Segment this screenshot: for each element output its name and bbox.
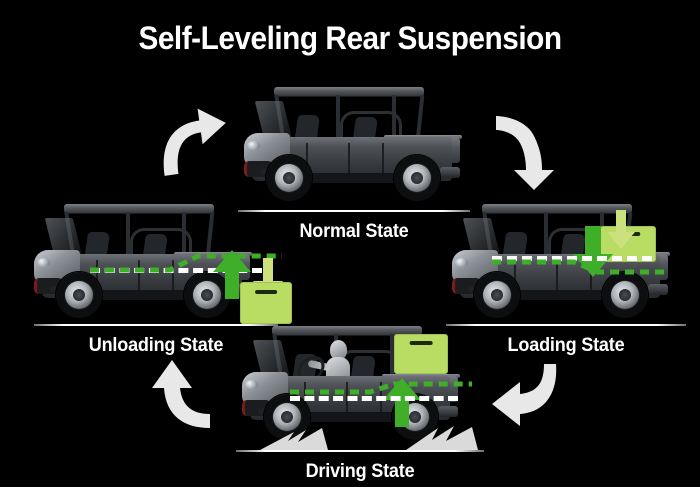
vehicle-roof [482, 204, 632, 213]
vehicle-door-seam [96, 260, 98, 296]
vehicle-front-wheel [56, 272, 102, 318]
vehicle-rocker-panel [64, 290, 194, 300]
vehicle-front-wheel [266, 155, 312, 201]
cargo-crate-driving [394, 334, 448, 374]
load-weight-arrow-icon [606, 210, 636, 250]
vehicle-front-wheel [474, 272, 520, 318]
state-panel-loading: Loading State [446, 196, 698, 356]
driver-head [330, 340, 347, 360]
vehicle-roof [272, 326, 422, 335]
vehicle-rocker-panel [482, 290, 612, 300]
flow-arrow-bottom-right-icon [484, 360, 566, 430]
vehicle-rollbar [130, 228, 192, 257]
state-label-driving: Driving State [305, 461, 415, 482]
speed-streaks-front [258, 426, 328, 452]
vehicle-pillar [336, 95, 340, 151]
suspension-leveled-line-driving [290, 381, 472, 395]
vehicle-roof [274, 87, 424, 96]
suspension-rebound-arrow-icon [212, 250, 252, 300]
vehicle-pillar [544, 212, 548, 268]
vehicle-door-seam [556, 260, 558, 296]
speed-streaks-rear [404, 424, 478, 452]
vehicle-door-seam [348, 143, 350, 179]
vehicle-door-seam [514, 260, 516, 296]
vehicle-door-seam [138, 260, 140, 296]
crate-handle [409, 341, 433, 346]
vehicle-door-seam [382, 143, 384, 179]
vehicle-headlight [37, 258, 50, 267]
vehicle-headlight [455, 258, 468, 267]
state-label-loading: Loading State [507, 335, 625, 356]
state-label-normal: Normal State [299, 221, 409, 242]
level-reference-line-driving [290, 396, 458, 401]
flow-arrow-top-left-icon [150, 106, 230, 176]
suspension-deflection-line-loading [492, 259, 664, 275]
state-label-unloading: Unloading State [88, 335, 224, 356]
vehicle-headlight [247, 141, 260, 150]
vehicle-rear-wheel [184, 272, 230, 318]
vehicle-pillar [126, 212, 130, 268]
vehicle-rollbar [340, 111, 402, 140]
ground-line-driving [236, 450, 484, 452]
vehicle-rear-axle [440, 167, 460, 178]
vehicle-loading [452, 202, 672, 334]
ground-line-loading [446, 324, 686, 326]
vehicle-rocker-panel [272, 412, 402, 422]
vehicle-rear-axle [438, 406, 458, 417]
vehicle-normal [244, 85, 464, 217]
vehicle-door-seam [306, 143, 308, 179]
page-title: Self-Leveling Rear Suspension [138, 20, 562, 56]
vehicle-rear-axle [648, 284, 668, 295]
vehicle-headlight [245, 380, 258, 389]
vehicle-door-seam [590, 260, 592, 296]
vehicle-door-seam [172, 260, 174, 296]
state-panel-driving: Driving State [236, 318, 484, 483]
state-panel-unloading: Unloading State [34, 196, 292, 356]
flow-arrow-bottom-left-icon [140, 356, 218, 432]
vehicle-rear-wheel [394, 155, 440, 201]
level-reference-line-unloading [90, 268, 262, 273]
flow-arrow-top-right-icon [490, 110, 562, 192]
vehicle-rear-wheel [602, 272, 648, 318]
ground-line-unloading [34, 324, 278, 326]
ground-line-normal [238, 210, 470, 212]
suspension-rebound-line-unloading [90, 253, 282, 273]
crate-handle [255, 289, 277, 294]
vehicle-roof [64, 204, 214, 213]
suspension-lift-arrow-icon [382, 378, 422, 428]
level-reference-line-loading [492, 256, 652, 261]
cargo-crate-unloading [240, 282, 292, 324]
vehicle-rocker-panel [274, 173, 404, 183]
state-panel-normal: Normal State [238, 85, 478, 242]
